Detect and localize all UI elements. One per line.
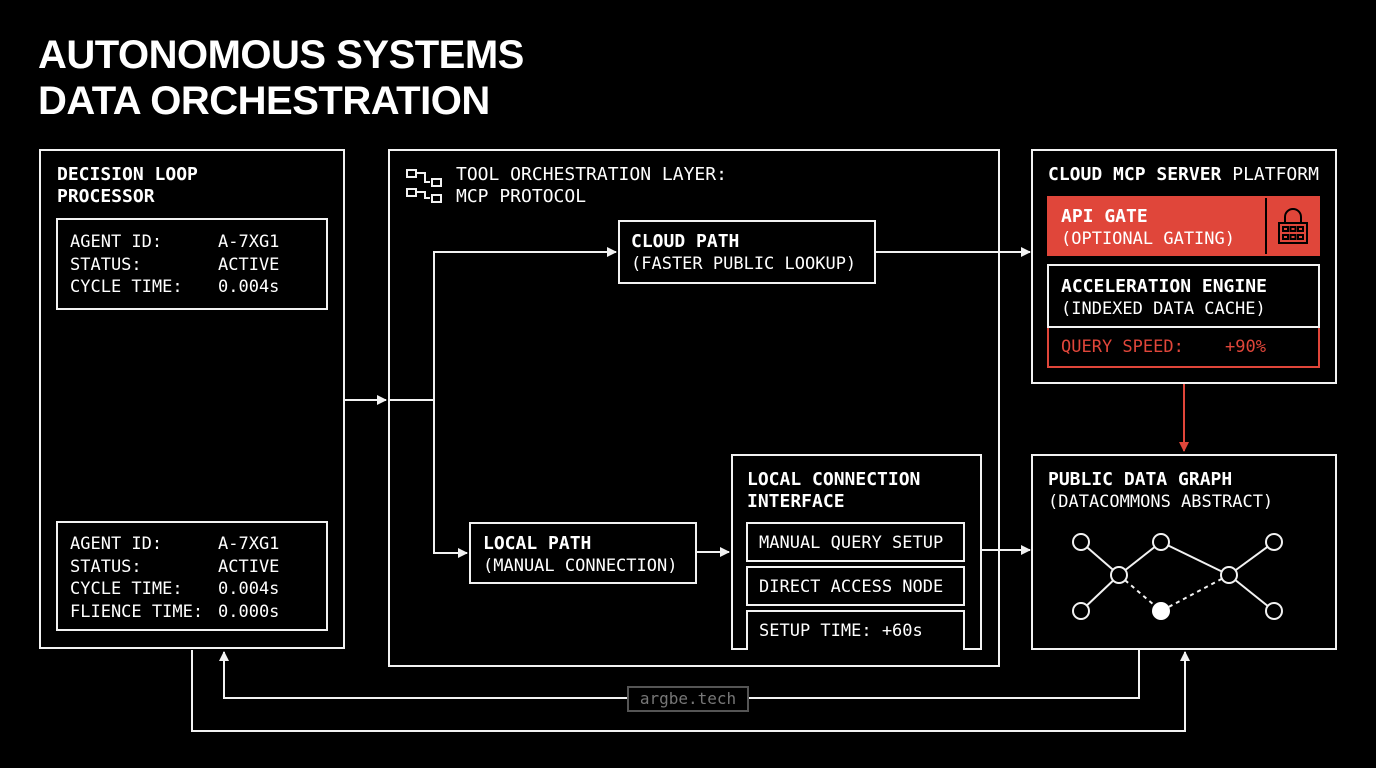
stat-value: ACTIVE <box>218 556 280 577</box>
cloud-path-title: CLOUD PATH <box>631 231 740 252</box>
stat-row: FLIENCE TIME: 0.000s <box>70 601 279 624</box>
stat-value: 0.004s <box>218 277 280 297</box>
stat-key: STATUS: <box>70 254 142 275</box>
stat-row: STATUS: ACTIVE <box>70 556 279 579</box>
local-path-title: LOCAL PATH <box>483 533 592 554</box>
stat-value: 0.004s <box>218 579 280 599</box>
processor-title: DECISION LOOP PROCESSOR <box>57 164 198 207</box>
title-line-2: DATA ORCHESTRATION <box>38 79 490 123</box>
stat-key: CYCLE TIME: <box>70 579 183 599</box>
stat-value: 0.000s <box>218 601 280 622</box>
orchestration-title: TOOL ORCHESTRATION LAYER: MCP PROTOCOL <box>456 164 727 207</box>
api-gate-divider <box>1265 198 1267 254</box>
arrow-to-cloud-path <box>433 247 617 400</box>
stat-key: AGENT ID: <box>70 534 163 554</box>
local-path-box: LOCAL PATH (MANUAL CONNECTION) <box>469 522 697 584</box>
api-gate-title: API GATE <box>1061 206 1148 227</box>
local-path-subtitle: (MANUAL CONNECTION) <box>483 556 678 576</box>
stat-key: STATUS: <box>70 556 142 577</box>
acceleration-title: ACCELERATION ENGINE <box>1061 276 1267 297</box>
query-speed-value: +90% <box>1225 337 1266 357</box>
acceleration-engine-box: ACCELERATION ENGINE (INDEXED DATA CACHE) <box>1047 264 1320 328</box>
public-data-graph: PUBLIC DATA GRAPH (DATACOMMONS ABSTRACT) <box>1031 454 1337 650</box>
footer-brand: argbe.tech <box>627 686 749 712</box>
flow-chart-icon <box>406 169 442 203</box>
stat-row: AGENT ID: A-7XG1 <box>70 231 279 254</box>
stat-key: FLIENCE TIME: <box>70 601 204 622</box>
tool-orchestration-layer: TOOL ORCHESTRATION LAYER: MCP PROTOCOL <box>388 149 1000 667</box>
public-graph-subtitle: (DATACOMMONS ABSTRACT) <box>1048 492 1274 512</box>
manual-query-setup-item: MANUAL QUERY SETUP <box>746 522 965 562</box>
acceleration-subtitle: (INDEXED DATA CACHE) <box>1061 299 1266 319</box>
public-graph-title: PUBLIC DATA GRAPH <box>1048 469 1233 490</box>
title-line-1: AUTONOMOUS SYSTEMS <box>38 33 524 77</box>
local-interface-title: LOCAL CONNECTION INTERFACE <box>747 469 921 512</box>
query-speed-label: QUERY SPEED: <box>1061 337 1184 357</box>
stat-key: AGENT ID: <box>70 232 163 252</box>
setup-time-item: SETUP TIME: +60s <box>746 610 965 650</box>
cloud-path-box: CLOUD PATH (FASTER PUBLIC LOOKUP) <box>618 220 876 284</box>
stat-row: CYCLE TIME: 0.004s <box>70 276 279 299</box>
stat-value: A-7XG1 <box>218 534 280 554</box>
api-gate-subtitle: (OPTIONAL GATING) <box>1061 229 1235 249</box>
direct-access-node-item: DIRECT ACCESS NODE <box>746 566 965 606</box>
lock-icon <box>1278 208 1308 244</box>
arrow-to-local-path <box>433 400 468 558</box>
arrow-processor-to-graph <box>191 650 1190 732</box>
cloud-server-title: CLOUD MCP SERVER PLATFORM <box>1048 164 1319 185</box>
query-speed-box: QUERY SPEED: +90% <box>1047 328 1320 368</box>
stat-value: A-7XG1 <box>218 232 280 252</box>
stat-row: AGENT ID: A-7XG1 <box>70 533 279 556</box>
stat-row: CYCLE TIME: 0.004s <box>70 578 279 601</box>
api-gate-box: API GATE (OPTIONAL GATING) <box>1047 196 1320 256</box>
cloud-path-subtitle: (FASTER PUBLIC LOOKUP) <box>631 254 857 274</box>
network-graph-icon <box>1072 533 1283 620</box>
stat-row: STATUS: ACTIVE <box>70 254 279 277</box>
page-title: AUTONOMOUS SYSTEMS DATA ORCHESTRATION <box>38 32 524 124</box>
stat-key: CYCLE TIME: <box>70 277 183 297</box>
stat-value: ACTIVE <box>218 254 280 275</box>
